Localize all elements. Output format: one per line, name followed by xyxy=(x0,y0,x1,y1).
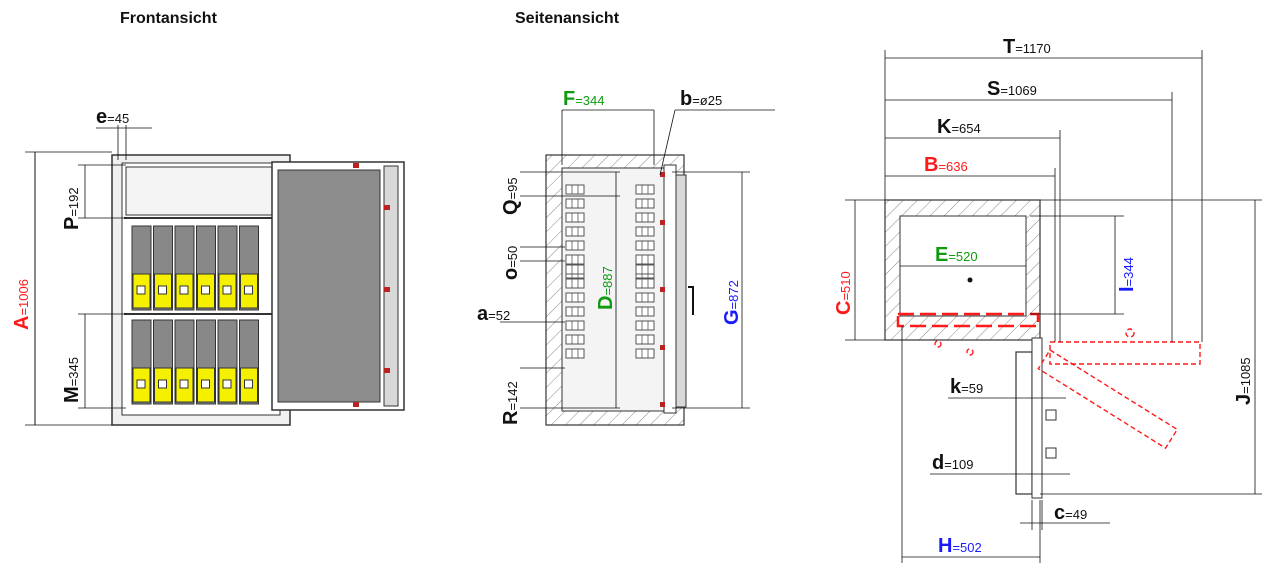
dim-o: o=50 xyxy=(500,246,522,280)
dim-Q: Q=95 xyxy=(500,177,522,215)
dim-K: K=654 xyxy=(937,116,981,138)
dim-E: E=520 xyxy=(935,244,978,266)
dim-F: F=344 xyxy=(563,88,605,110)
binder xyxy=(196,319,216,405)
top-compartment xyxy=(125,166,277,216)
dim-A: A=1006 xyxy=(11,279,33,330)
binder xyxy=(131,319,152,405)
binder-row-bottom xyxy=(131,319,259,405)
dim-S: S=1069 xyxy=(987,78,1037,100)
open-door-side xyxy=(1015,351,1033,495)
folder-rack xyxy=(635,264,655,359)
folder-rack xyxy=(565,184,585,279)
binder xyxy=(153,319,173,405)
dim-a: a=52 xyxy=(477,303,510,325)
dim-e: e=45 xyxy=(96,106,129,128)
dim-P: P=192 xyxy=(61,187,83,230)
front-view xyxy=(25,125,405,426)
folder-rack xyxy=(635,184,655,279)
door-panel xyxy=(277,169,381,403)
dim-I: I=344 xyxy=(1116,257,1138,292)
dim-J: J=1085 xyxy=(1233,357,1255,405)
dim-T: T=1170 xyxy=(1003,36,1051,58)
front-view-title: Frontansicht xyxy=(120,10,217,27)
binder xyxy=(131,225,152,311)
folder-rack xyxy=(565,264,585,359)
dim-H: H=502 xyxy=(938,535,982,557)
dim-d: d=109 xyxy=(932,452,974,474)
side-view xyxy=(500,109,775,426)
top-view xyxy=(845,50,1262,563)
dim-D: D=887 xyxy=(595,266,617,310)
binder xyxy=(196,225,216,311)
dim-c: c=49 xyxy=(1054,502,1087,524)
dim-R: R=142 xyxy=(500,381,522,425)
binder xyxy=(239,225,259,311)
binder xyxy=(217,319,238,405)
binder xyxy=(217,225,238,311)
binder xyxy=(153,225,173,311)
side-view-title: Seitenansicht xyxy=(515,10,620,27)
binder xyxy=(239,319,259,405)
dim-M: M=345 xyxy=(61,357,83,403)
dim-k: k=59 xyxy=(950,376,983,398)
dim-C: C=510 xyxy=(833,271,855,315)
dim-b: b=ø25 xyxy=(680,88,722,110)
side-racks xyxy=(565,184,655,359)
binder xyxy=(174,319,195,405)
binder-row-top xyxy=(131,225,259,311)
binder xyxy=(174,225,195,311)
dim-B: B=636 xyxy=(924,154,968,176)
dim-G: G=872 xyxy=(721,280,743,325)
